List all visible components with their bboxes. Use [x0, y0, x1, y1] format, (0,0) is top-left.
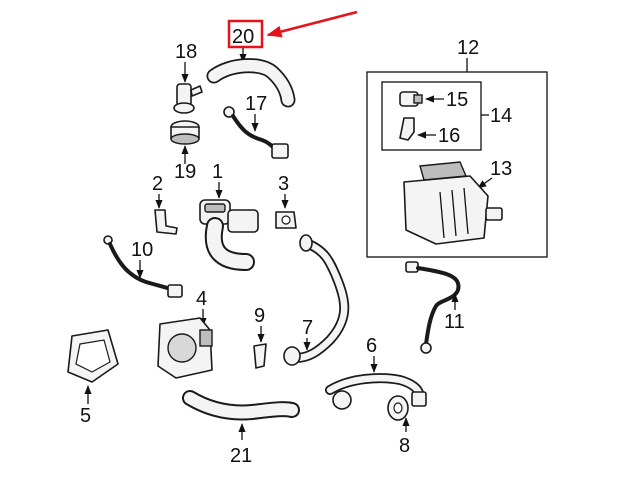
- assembly-12-frame: [366, 71, 548, 258]
- callout-2: 2: [152, 173, 163, 195]
- callout-19: 19: [174, 161, 196, 183]
- callout-13: 13: [490, 158, 512, 180]
- part-18-valve: [173, 83, 203, 114]
- part-6-pipe: [325, 373, 427, 410]
- callout-6: 6: [366, 335, 377, 357]
- callout-17: 17: [245, 93, 267, 115]
- assembly-14-frame: [381, 81, 482, 151]
- part-11-sensor: [405, 261, 461, 354]
- part-9-bracket: [253, 343, 267, 369]
- callout-10: 10: [131, 239, 153, 261]
- callout-20: 20: [232, 26, 254, 48]
- callout-11: 11: [444, 311, 465, 333]
- part-17-sensor: [223, 106, 289, 159]
- part-4-throttle-body: [157, 317, 213, 379]
- callout-9: 9: [254, 305, 265, 327]
- part-16-bracket: [399, 117, 415, 141]
- highlight-arrow: [266, 10, 358, 38]
- callout-21: 21: [230, 445, 252, 467]
- callout-14: 14: [490, 105, 512, 127]
- callout-5: 5: [80, 405, 91, 427]
- part-3-gasket: [275, 211, 297, 229]
- part-19-grommet: [170, 120, 200, 145]
- callout-12: 12: [457, 37, 479, 59]
- part-13-canister: [403, 161, 503, 245]
- callout-4: 4: [196, 288, 207, 310]
- part-1-egr-valve: [199, 199, 259, 271]
- callout-15: 15: [446, 89, 468, 111]
- part-5-gasket: [67, 329, 119, 383]
- highlight-box: [227, 19, 264, 49]
- callout-8: 8: [399, 435, 410, 457]
- part-10-sensor: [103, 235, 183, 298]
- callout-16: 16: [438, 125, 460, 147]
- part-2-bracket: [154, 209, 178, 235]
- callout-1: 1: [212, 161, 223, 183]
- part-8-gasket: [387, 395, 409, 421]
- part-7-pipe: [283, 234, 350, 366]
- part-20-hose: [206, 58, 296, 108]
- part-15-solenoid: [399, 91, 423, 107]
- callout-20-highlight: 20: [227, 10, 358, 63]
- callout-7: 7: [302, 317, 313, 339]
- callout-3: 3: [278, 173, 289, 195]
- part-21-hose: [182, 390, 300, 421]
- callout-18: 18: [175, 41, 197, 63]
